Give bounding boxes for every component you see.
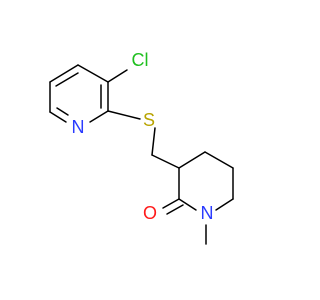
bond-c4-c5piperidine [204, 151, 234, 169]
bond-s-ch2 [151, 127, 156, 156]
sulfur-label: S [143, 110, 155, 130]
bond-c4-c5 [49, 64, 79, 83]
bond-c3-c4piperidine [178, 151, 206, 169]
chlorine-label: Cl [132, 50, 149, 70]
bond-c6-n1-double [56, 107, 69, 116]
bond-n1-c2piperidine [178, 198, 197, 211]
bond-c2-s [107, 110, 141, 120]
bond-c2-o [162, 198, 180, 209]
bond-c6-n1 [49, 111, 67, 123]
bonds [49, 64, 234, 245]
bond-c3-cl [107, 69, 128, 83]
bond-c2-o-double [166, 204, 184, 215]
bond-ch2-c3piperidine [151, 154, 180, 169]
bond-c6-n1piperidine [215, 198, 234, 211]
pyridine-nitrogen-label: N [72, 117, 85, 137]
bond-c3-c4 [77, 64, 109, 83]
atom-labels: Cl S N N O [72, 50, 214, 223]
amide-nitrogen-label: N [201, 203, 214, 223]
bond-c4-c5-double [55, 72, 79, 87]
carbonyl-oxygen-label: O [143, 203, 157, 223]
bond-n1-c2 [89, 110, 109, 123]
chemical-structure: Cl S N N O [49, 50, 234, 245]
